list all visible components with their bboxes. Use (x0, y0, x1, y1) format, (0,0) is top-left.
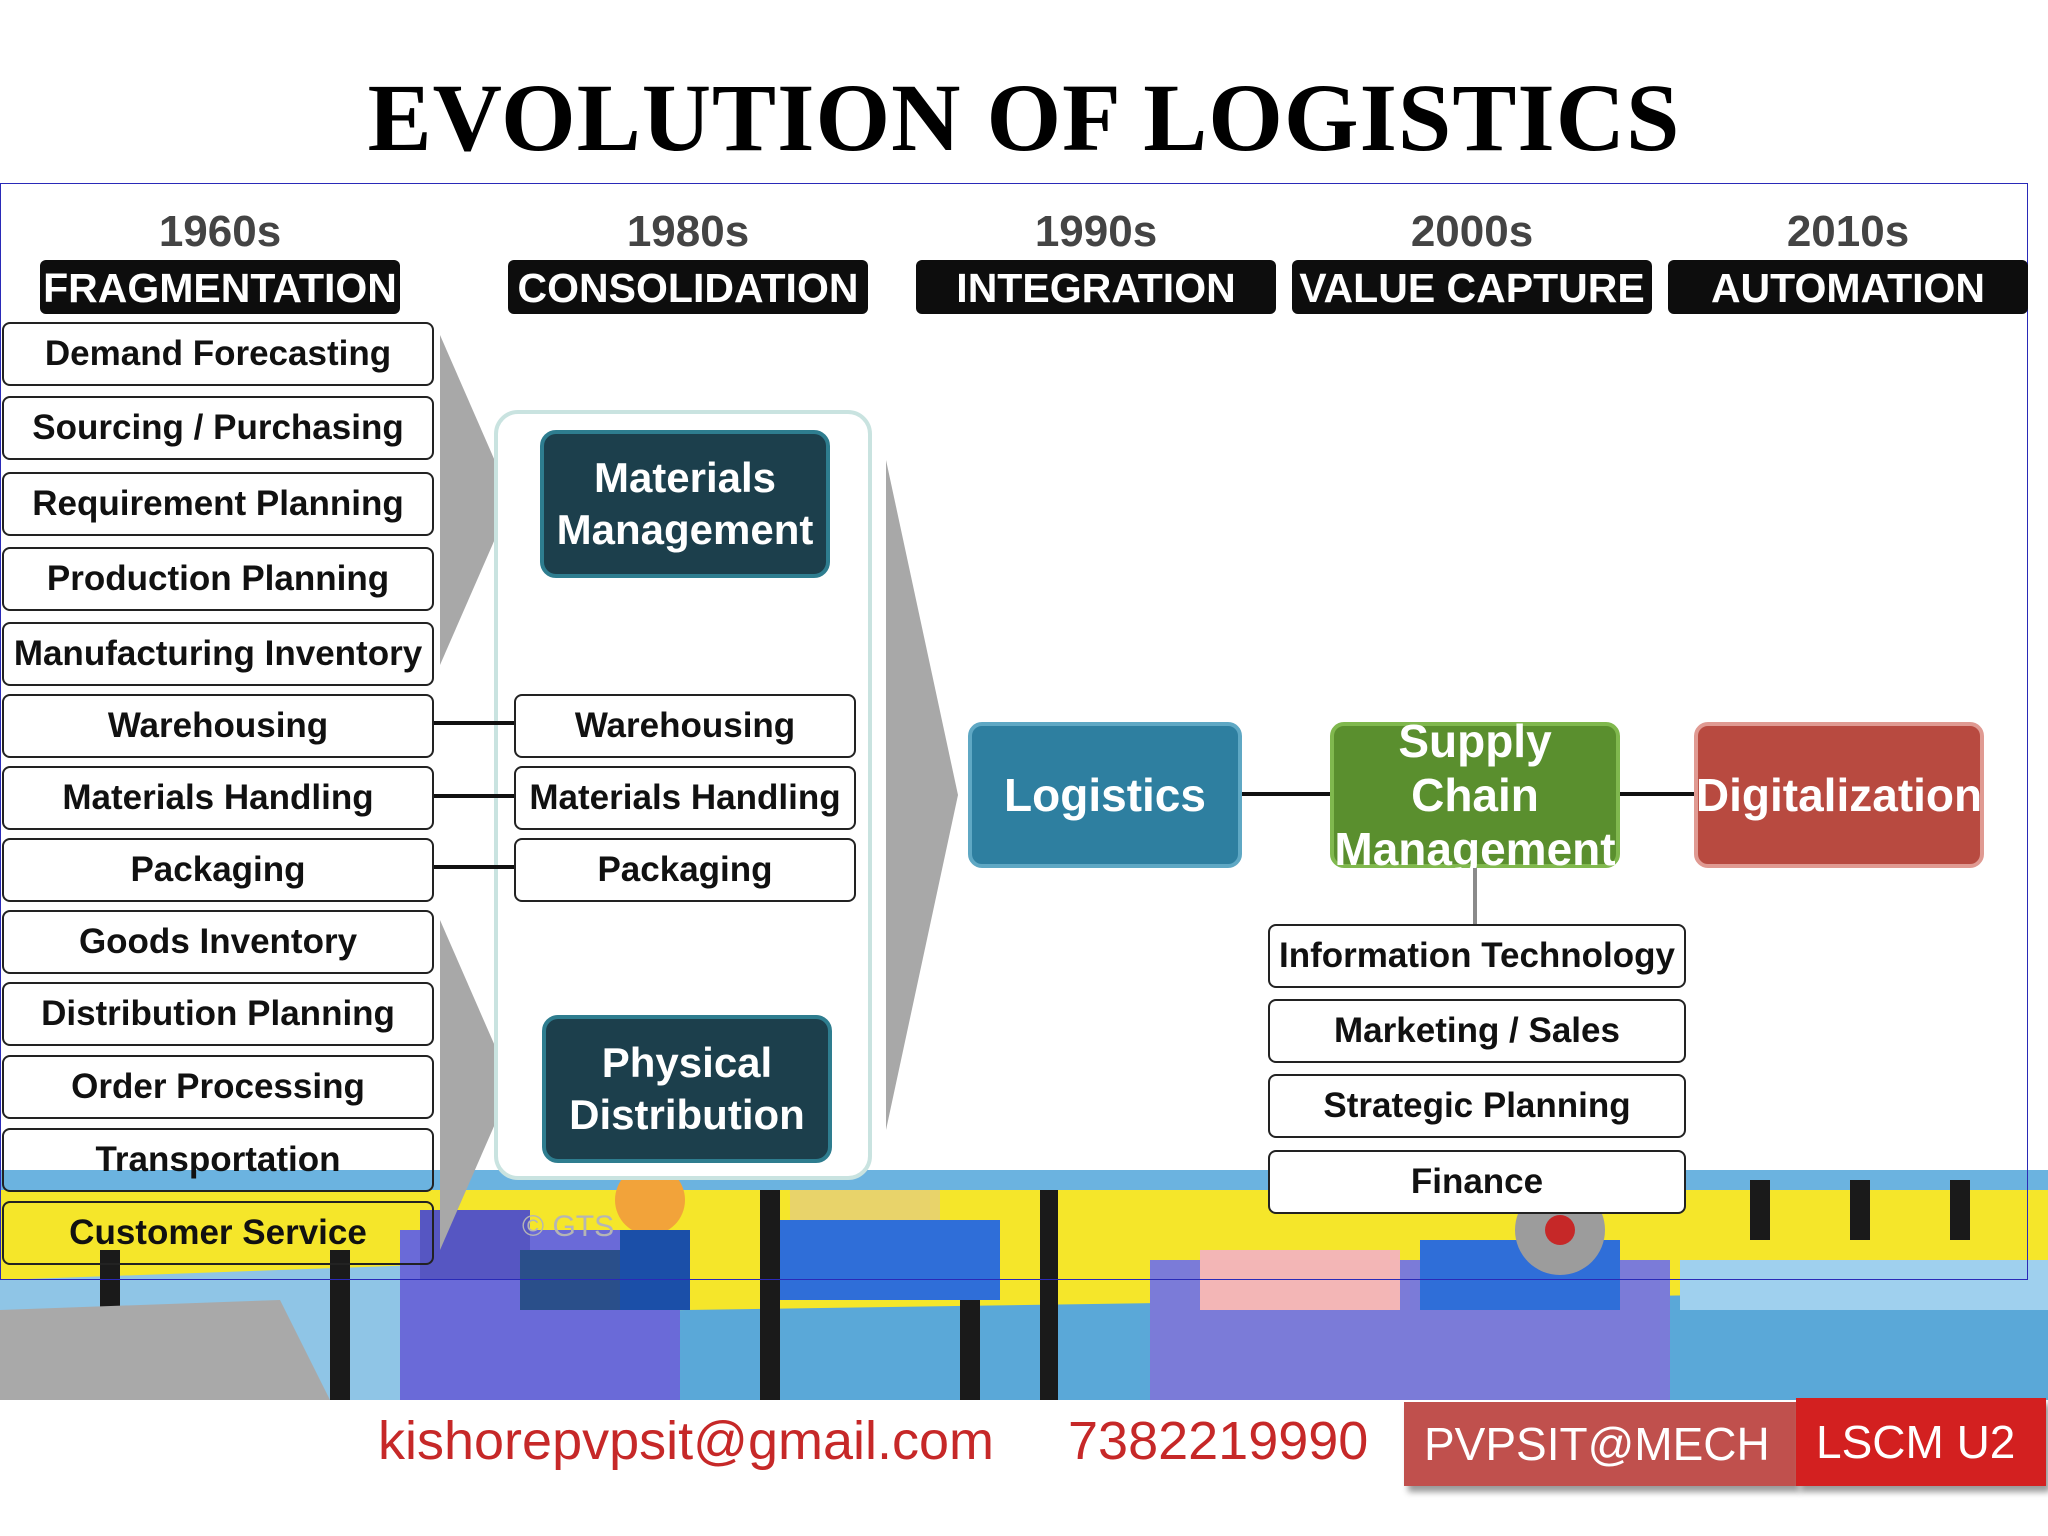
footer-phone: 7382219990 (1068, 1411, 1369, 1471)
list-item: Materials Handling (514, 766, 856, 830)
conveyor (780, 1190, 1000, 1300)
scm-box: Supply Chain Management (1330, 715, 1620, 875)
era-2000s: 2000s VALUE CAPTURE (1292, 208, 1652, 314)
worker (615, 1170, 690, 1310)
arrow-lower (440, 920, 512, 1250)
era-label: CONSOLIDATION (508, 260, 868, 314)
era-year: 1990s (1034, 207, 1158, 256)
connector-line (1473, 868, 1477, 926)
list-item: Warehousing (2, 694, 434, 758)
list-item: Transportation (2, 1128, 434, 1192)
list-item: Order Processing (2, 1055, 434, 1119)
era-2010s: 2010s AUTOMATION (1668, 208, 2028, 314)
connector-line (1242, 792, 1330, 796)
list-item: Packaging (2, 838, 434, 902)
era-1990s: 1990s INTEGRATION (916, 208, 1276, 314)
physical-distribution-box: Physical Distribution (542, 1015, 832, 1163)
footer-email: kishorepvpsit@gmail.com (378, 1411, 995, 1471)
connector-line (432, 721, 514, 725)
era-year: 1960s (158, 207, 282, 256)
list-item: Distribution Planning (2, 982, 434, 1046)
list-item: Requirement Planning (2, 472, 434, 536)
connector-line (432, 794, 514, 798)
logistics-box: Logistics (968, 722, 1242, 868)
list-item: Information Technology (1268, 924, 1686, 988)
badge-department: PVPSIT@MECH (1404, 1402, 1796, 1486)
list-item: Demand Forecasting (2, 322, 434, 386)
era-label: INTEGRATION (916, 260, 1276, 314)
list-item: Marketing / Sales (1268, 999, 1686, 1063)
era-1960s: 1960s FRAGMENTATION (40, 208, 400, 314)
list-item: Goods Inventory (2, 910, 434, 974)
list-item: Materials Handling (2, 766, 434, 830)
digitalization-box: Digitalization (1694, 722, 1984, 868)
era-label: VALUE CAPTURE (1292, 260, 1652, 314)
page-title: EVOLUTION OF LOGISTICS (367, 64, 1681, 171)
watermark: © GTS (522, 1210, 615, 1243)
list-item: Production Planning (2, 547, 434, 611)
connector-line (1620, 792, 1694, 796)
badge-unit: LSCM U2 (1796, 1398, 2046, 1486)
diagram-frame (0, 183, 2028, 1280)
list-item: Manufacturing Inventory (2, 622, 434, 686)
era-1980s: 1980s CONSOLIDATION (508, 208, 868, 314)
era-year: 1980s (626, 207, 750, 256)
era-year: 2010s (1786, 207, 1910, 256)
era-label: AUTOMATION (1668, 260, 2028, 314)
list-item: Customer Service (2, 1201, 434, 1265)
list-item: Sourcing / Purchasing (2, 396, 434, 460)
arrow-consolidation (886, 460, 958, 1130)
arrow-upper (440, 335, 512, 665)
connector-line (432, 865, 514, 869)
list-item: Strategic Planning (1268, 1074, 1686, 1138)
materials-management-box: Materials Management (540, 430, 830, 578)
list-item: Packaging (514, 838, 856, 902)
list-item: Finance (1268, 1150, 1686, 1214)
list-item: Warehousing (514, 694, 856, 758)
era-label: FRAGMENTATION (40, 260, 400, 314)
era-year: 2000s (1410, 207, 1534, 256)
